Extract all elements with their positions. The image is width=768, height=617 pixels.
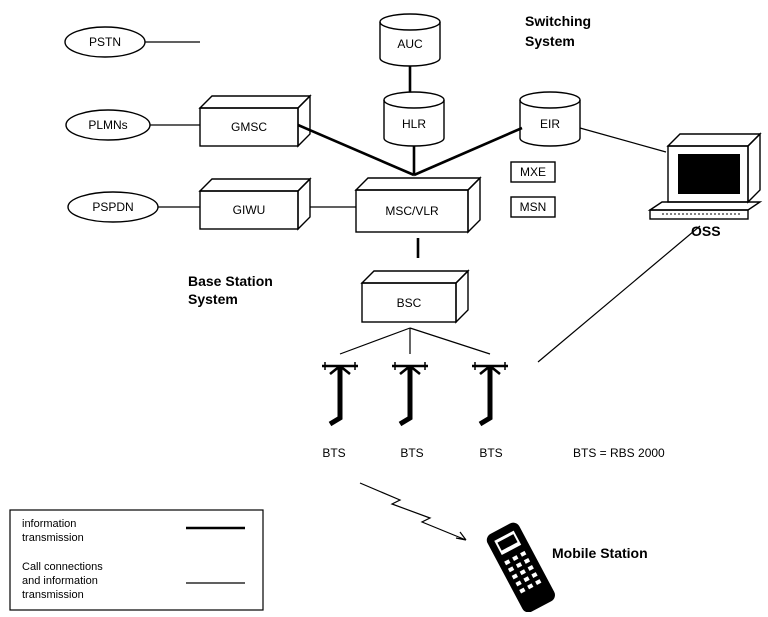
bss-heading-line1: Base Station (188, 273, 273, 289)
giwu-box-front (199, 190, 299, 230)
switching-heading-line2: System (525, 33, 575, 49)
auc-cylinder-top (379, 13, 441, 31)
eir-msc-link (413, 126, 523, 177)
hlr-cylinder-top (383, 91, 445, 109)
oss-computer-icon (647, 132, 763, 220)
giwu-box-top (198, 178, 312, 192)
giwu-node: GIWU (198, 177, 312, 231)
msc-box-side (467, 176, 481, 234)
gmsc-node: GMSC (198, 94, 312, 148)
gmsc-msc-link (297, 123, 415, 177)
bts-antenna-1-icon (322, 362, 358, 427)
msc-vlr-label: MSC/VLR (385, 204, 439, 218)
bts-label-1: BTS (322, 446, 345, 460)
gmsc-box-top (198, 95, 312, 109)
legend-box (9, 509, 264, 611)
bsc-box-side (455, 269, 469, 324)
legend-item2-line2: and information (22, 575, 98, 587)
bsc-bts3-link (409, 327, 491, 355)
bts-note: BTS = RBS 2000 (573, 446, 665, 460)
bts-antenna-3-icon (472, 362, 508, 427)
bss-heading-line2: System (188, 291, 238, 307)
radio-link-icon (359, 482, 467, 541)
hlr-node: HLR (383, 91, 445, 147)
bts-label-2: BTS (400, 446, 423, 460)
mxe-label: MXE (520, 165, 546, 179)
eir-cylinder-body (519, 100, 581, 147)
legend-item1-line2: transmission (22, 532, 84, 544)
bsc-bts1-link (339, 327, 411, 355)
eir-label: EIR (540, 117, 560, 131)
mxe-box (510, 161, 556, 183)
mxe-node: MXE (510, 161, 556, 183)
oss-heading: OSS (691, 223, 721, 239)
mobile-station-heading: Mobile Station (552, 545, 648, 561)
msc-box-front (355, 189, 469, 233)
bsc-label: BSC (397, 296, 422, 310)
bsc-node: BSC (360, 269, 470, 324)
plmns-oval (65, 109, 151, 141)
plmns-node: PLMNs (65, 109, 151, 141)
pstn-oval (64, 26, 146, 58)
legend-item2-line1: Call connections (22, 561, 103, 573)
connections (145, 41, 701, 363)
oss-bss-link (537, 225, 701, 363)
eir-oss-link (579, 127, 667, 153)
pspdn-oval (67, 191, 159, 223)
bsc-box-top (360, 270, 470, 284)
gmsc-box-front (199, 107, 299, 147)
legend-item1-line1: information (22, 518, 76, 530)
legend-item2-line3: transmission (22, 589, 84, 601)
legend: information transmission Call connection… (9, 509, 264, 611)
pstn-node: PSTN (64, 26, 146, 58)
pspdn-label: PSPDN (92, 200, 133, 214)
auc-label: AUC (397, 37, 423, 51)
msn-node: MSN (510, 196, 556, 218)
hlr-label: HLR (402, 117, 426, 131)
gmsc-box-side (297, 94, 311, 148)
eir-cylinder-top (519, 91, 581, 109)
msn-box (510, 196, 556, 218)
mobile-phone-icon (486, 522, 555, 613)
bts-label-3: BTS (479, 446, 502, 460)
gmsc-label: GMSC (231, 120, 267, 134)
hlr-cylinder-body (383, 100, 445, 147)
plmns-label: PLMNs (88, 118, 127, 132)
auc-cylinder-body (379, 22, 441, 67)
auc-node: AUC (379, 13, 441, 67)
bts-antenna-2-icon (392, 362, 428, 427)
msc-box-top (354, 177, 482, 191)
eir-node: EIR (519, 91, 581, 147)
msn-label: MSN (520, 200, 547, 214)
pstn-label: PSTN (89, 35, 121, 49)
bsc-box-front (361, 282, 457, 323)
switching-heading-line1: Switching (525, 13, 591, 29)
giwu-label: GIWU (233, 203, 266, 217)
msc-vlr-node: MSC/VLR (354, 176, 482, 234)
giwu-box-side (297, 177, 311, 231)
pspdn-node: PSPDN (67, 191, 159, 223)
